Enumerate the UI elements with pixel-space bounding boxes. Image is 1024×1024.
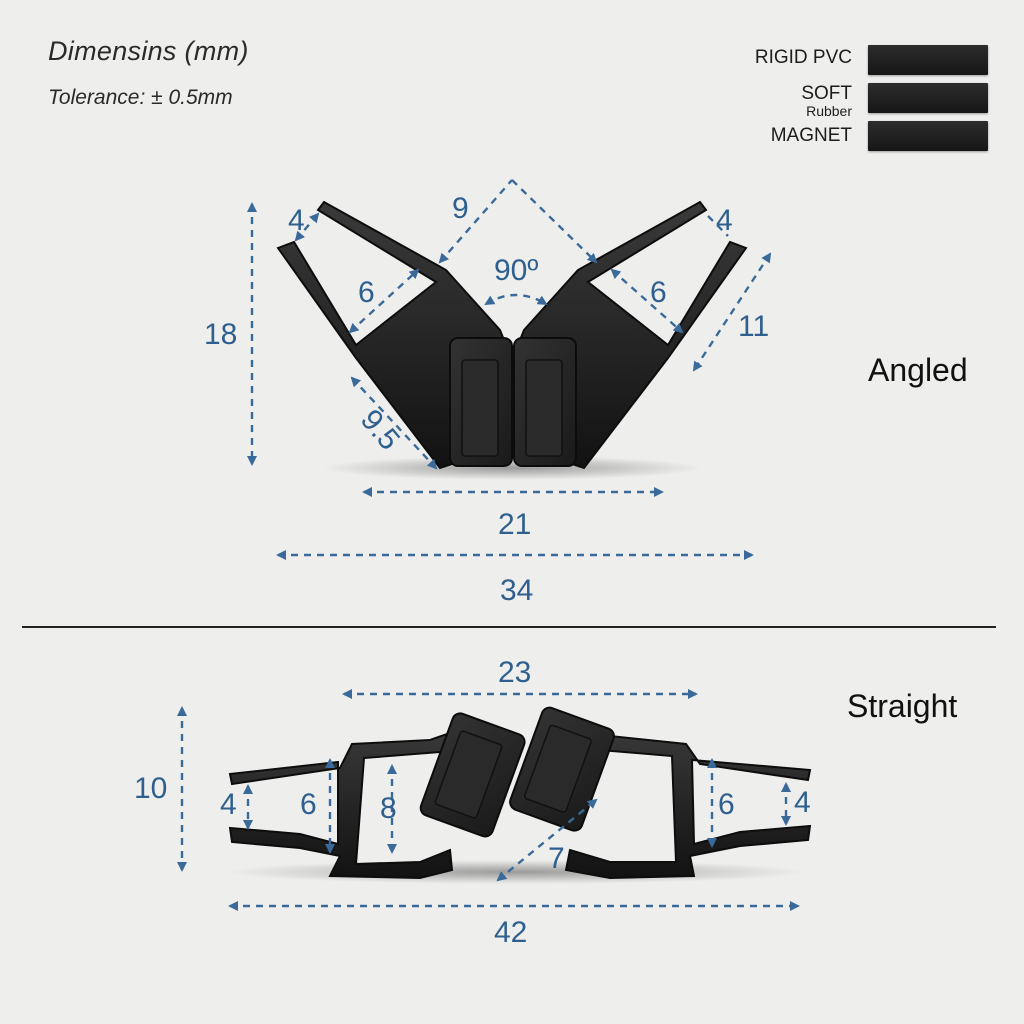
dim-angled-lip-left: 4 bbox=[288, 204, 305, 237]
dim-straight-lip-right: 4 bbox=[794, 786, 811, 819]
dim-straight-magnet: 7 bbox=[548, 842, 565, 875]
dim-straight-inner-right: 6 bbox=[718, 788, 735, 821]
dim-angled-height: 18 bbox=[204, 318, 237, 351]
dim-angled-arm: 9 bbox=[452, 192, 469, 225]
dim-angled-lip-right: 4 bbox=[716, 204, 733, 237]
dim-angled-width-inner: 21 bbox=[498, 508, 531, 541]
legend-sublabel-rubber: Rubber bbox=[806, 103, 852, 119]
dim-straight-lip-left: 4 bbox=[220, 788, 237, 821]
tolerance-note: Tolerance: ± 0.5mm bbox=[48, 86, 233, 109]
page-title: Dimensins (mm) bbox=[48, 36, 249, 66]
legend-label-magnet: MAGNET bbox=[770, 125, 852, 146]
legend-swatch-rigid-pvc bbox=[868, 45, 988, 75]
angled-profile bbox=[276, 200, 748, 480]
dim-angled-inner-left: 6 bbox=[358, 276, 375, 309]
straight-section-label: Straight bbox=[847, 688, 958, 724]
dim-angled-side-right: 11 bbox=[738, 310, 769, 343]
dim-straight-height: 10 bbox=[134, 772, 167, 805]
legend-label-rigid-pvc: RIGID PVC bbox=[754, 47, 852, 68]
dim-straight-inner-left: 6 bbox=[300, 788, 317, 821]
dim-angled-width-total: 34 bbox=[500, 574, 533, 607]
legend-swatch-soft-rubber bbox=[868, 83, 988, 113]
legend-swatch-magnet bbox=[868, 121, 988, 151]
straight-dimensions: 23 10 4 6 8 7 6 4 42 bbox=[134, 656, 811, 949]
straight-left-body bbox=[228, 724, 480, 880]
dim-straight-width-total: 42 bbox=[494, 916, 527, 949]
dim-straight-top-width: 23 bbox=[498, 656, 531, 689]
dim-angled-inner-right: 6 bbox=[650, 276, 667, 309]
dim-straight-channel: 8 bbox=[380, 792, 397, 825]
legend-label-soft: SOFT bbox=[801, 83, 852, 104]
dim-angled-angle: 90º bbox=[494, 254, 538, 287]
angled-dimensions: 18 4 9 4 90º 6 6 11 9.5 21 34 bbox=[204, 179, 772, 607]
angled-section-label: Angled bbox=[868, 352, 968, 388]
straight-profile bbox=[226, 706, 812, 884]
